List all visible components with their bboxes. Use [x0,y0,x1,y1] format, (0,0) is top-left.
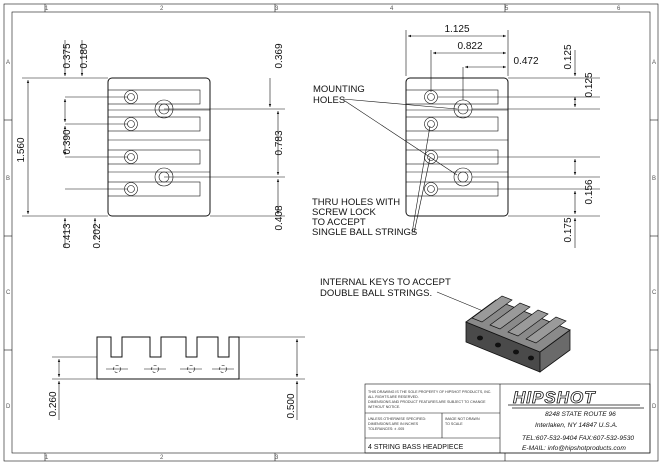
right-top-view: 1.125 0.822 0.472 0.125 0.125 0.156 0.17… [405,24,600,248]
tolerance-line-3: TOLERANCES: ± .005 [368,427,404,431]
zone-row-c-right: C [652,290,657,296]
scale-note-line-1: IMAGE NOT DRAWN [445,417,480,421]
logo-text: HIPSHOT [513,388,596,407]
front-holes [106,365,234,373]
dim-0-390: 0.390 [62,129,73,154]
zone-row-b: B [6,176,10,182]
zone-col-2-bottom: 2 [160,455,164,461]
zone-col-5: 5 [505,6,509,12]
title-block: THIS DRAWING IS THE SOLE PROPERTY OF HIP… [364,383,651,454]
dim-0-202: 0.202 [92,223,103,248]
zone-col-4: 4 [390,6,394,12]
dim-0-472: 0.472 [513,56,538,67]
thru-holes-callout: THRU HOLES WITH SCREW LOCK TO ACCEPT SIN… [312,125,431,238]
zone-row-a: A [6,60,10,66]
dim-0-413: 0.413 [62,223,73,248]
iso-note-line-1: INTERNAL KEYS TO ACCEPT [320,277,451,288]
proprietary-line-3: DIMENSIONS AND PRODUCT FEATURES ARE SUBJ… [368,400,486,404]
mounting-holes-callout: MOUNTING HOLES [313,84,458,176]
address-line-1: 8248 STATE ROUTE 96 [545,411,616,418]
email: E-MAIL: info@hipshotproducts.com [522,445,626,452]
zone-row-b-right: B [652,176,656,182]
dim-1-125: 1.125 [444,24,469,35]
dim-0-180: 0.180 [79,43,90,68]
zone-col-2: 2 [160,6,164,12]
zone-row-d: D [6,404,11,410]
leader-line [342,98,458,110]
dim-0-156: 0.156 [584,179,595,204]
string-holes-right [424,90,438,196]
tolerance-line-2: DIMENSIONS ARE IN INCHES [368,422,419,426]
front-view: 0.260 0.500 [48,336,305,420]
dim-0-175: 0.175 [563,217,574,242]
left-top-view: 1.560 0.375 0.180 0.390 0.413 0.202 0.36… [16,40,285,249]
front-profile [96,336,240,380]
dim-0-822: 0.822 [457,41,482,52]
zone-col-1-bottom: 1 [45,455,49,461]
thru-note-line-3: TO ACCEPT [312,217,366,228]
thru-note-line-4: SINGLE BALL STRINGS [312,227,417,238]
dim-0-408: 0.408 [274,205,285,230]
mounting-note-line-2: HOLES [313,95,345,106]
zone-col-6: 6 [617,6,621,12]
proprietary-line-4: WITHOUT NOTICE. [368,405,400,409]
phone-fax: TEL:607-532-9404 FAX:607-532-9530 [522,435,634,442]
thru-note-line-1: THRU HOLES WITH [312,197,400,208]
proprietary-line-1: THIS DRAWING IS THE SOLE PROPERTY OF HIP… [368,390,491,394]
zone-col-1: 1 [45,6,49,12]
hipshot-logo: HIPSHOT [508,388,644,409]
dim-overall-height: 1.560 [16,137,27,162]
mounting-note-line-1: MOUNTING [313,84,365,95]
iso-note-line-2: DOUBLE BALL STRINGS. [320,288,432,299]
zone-col-3-bottom: 3 [275,455,279,461]
dimension-lines-left [22,40,285,248]
leader-line [411,125,431,234]
proprietary-line-2: ALL RIGHTS ARE RESERVED. [368,395,419,399]
iso-block [465,295,571,373]
tolerance-line-1: UNLESS OTHERWISE SPECIFIED: [368,417,426,421]
dimension-lines-right [405,30,600,248]
dim-0-125-a: 0.125 [563,44,574,69]
dim-0-375: 0.375 [62,43,73,68]
dim-0-260: 0.260 [48,391,59,416]
thru-note-line-2: SCREW LOCK [312,207,377,218]
part-name: 4 STRING BASS HEADPIECE [368,444,464,451]
headpiece-outline-left [107,77,211,217]
dim-0-369: 0.369 [274,43,285,68]
dim-0-500: 0.500 [286,393,297,418]
scale-note-line-2: TO SCALE [445,422,463,426]
zone-row-c: C [6,290,11,296]
address-line-2: Interlaken, NY 14847 U.S.A. [535,422,618,429]
leader-line [413,157,431,234]
zone-col-3: 3 [275,6,279,12]
zone-labels: 1 2 3 4 5 6 1 2 3 A B C D A B C D [6,6,657,461]
sheet-border [3,3,659,462]
isometric-view: INTERNAL KEYS TO ACCEPT DOUBLE BALL STRI… [320,277,571,373]
dim-0-125-b: 0.125 [584,72,595,97]
front-dimension-lines [52,336,305,420]
dim-0-783: 0.783 [274,130,285,155]
leader-line [344,100,458,176]
headpiece-outline-right [405,77,509,217]
zone-row-a-right: A [652,60,656,66]
zone-row-d-right: D [652,404,657,410]
